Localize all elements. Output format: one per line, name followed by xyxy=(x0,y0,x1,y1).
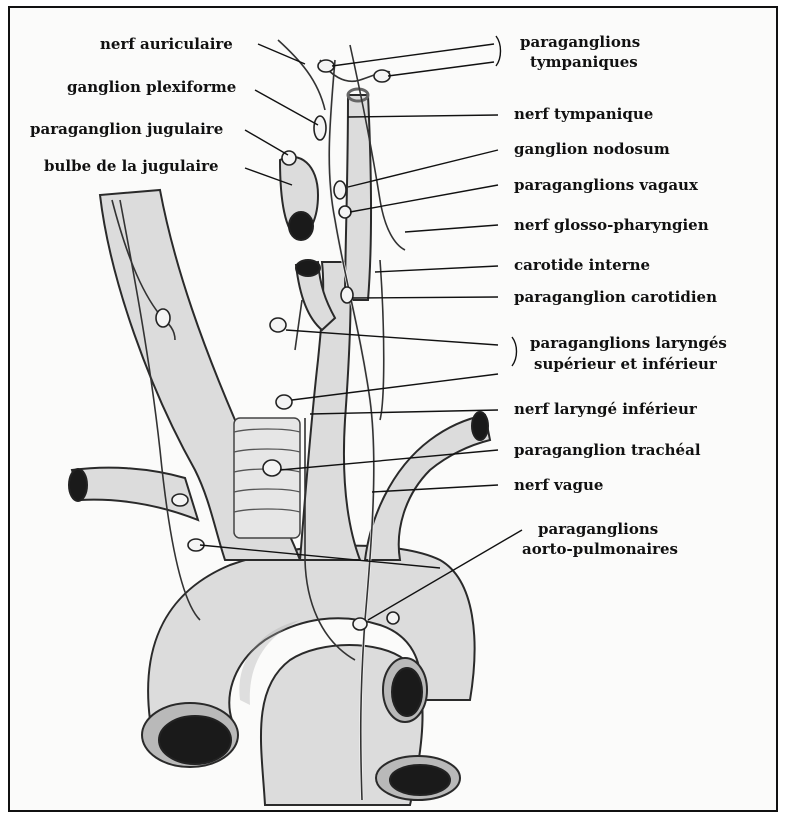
label-ganglion-plexiforme: ganglion plexiforme xyxy=(67,78,236,96)
label-carotide-interne: carotide interne xyxy=(514,256,650,274)
ascending-aorta-lumen xyxy=(159,716,231,764)
label-paraganglion-jugulaire: paraganglion jugulaire xyxy=(30,120,223,138)
label-ganglion-nodosum: ganglion nodosum xyxy=(514,140,670,158)
label-paraganglions-aorto-2: aorto-pulmonaires xyxy=(522,540,678,558)
label-nerf-tympanique: nerf tympanique xyxy=(514,105,653,123)
aorto-pulmonary-paraganglion-3 xyxy=(353,618,367,630)
label-nerf-larynge-inferieur: nerf laryngé inférieur xyxy=(514,400,698,418)
left-subclavian-artery xyxy=(365,415,490,560)
label-paraganglions-larynges-2: supérieur et inférieur xyxy=(534,355,718,373)
subclavian-lumen xyxy=(69,469,87,501)
tympanic-paraganglion-1 xyxy=(318,60,334,72)
descending-aorta-lumen xyxy=(390,765,450,795)
label-paraganglion-tracheal: paraganglion trachéal xyxy=(514,441,701,459)
external-carotid-lumen xyxy=(296,260,320,276)
left-subclavian-lumen xyxy=(472,412,488,440)
label-nerf-auriculaire: nerf auriculaire xyxy=(100,35,233,53)
tracheal-paraganglion xyxy=(263,460,281,476)
label-bulbe-jugulaire: bulbe de la jugulaire xyxy=(44,157,219,175)
label-paraganglions-tympaniques-1: paraganglions xyxy=(520,33,640,51)
label-nerf-glosso-pharyngien: nerf glosso-pharyngien xyxy=(514,216,709,234)
label-paraganglions-aorto-1: paraganglions xyxy=(538,520,658,538)
label-paraganglions-larynges-1: paraganglions laryngés xyxy=(530,334,727,352)
left-pulmonary-lumen xyxy=(392,668,422,716)
ganglion-nodosum xyxy=(334,181,346,199)
jugular-lumen xyxy=(289,212,313,240)
carotid-paraganglion xyxy=(341,287,353,303)
aorto-pulmonary-paraganglion-4 xyxy=(387,612,399,624)
laryngeal-paraganglion-inferior xyxy=(276,395,292,409)
aorto-pulmonary-paraganglion-1 xyxy=(172,494,188,506)
label-paraganglion-carotidien: paraganglion carotidien xyxy=(514,288,717,306)
vagal-paraganglion xyxy=(339,206,351,218)
tympanic-paraganglion-2 xyxy=(374,70,390,82)
label-paraganglions-vagaux: paraganglions vagaux xyxy=(514,176,699,194)
laryngeal-paraganglion-superior xyxy=(270,318,286,332)
trachea xyxy=(234,418,300,538)
label-paraganglions-tympaniques-2: tympaniques xyxy=(530,53,638,71)
label-nerf-vague: nerf vague xyxy=(514,476,603,494)
subclavian-paraganglion xyxy=(156,309,170,327)
ganglion-plexiforme xyxy=(314,116,326,140)
